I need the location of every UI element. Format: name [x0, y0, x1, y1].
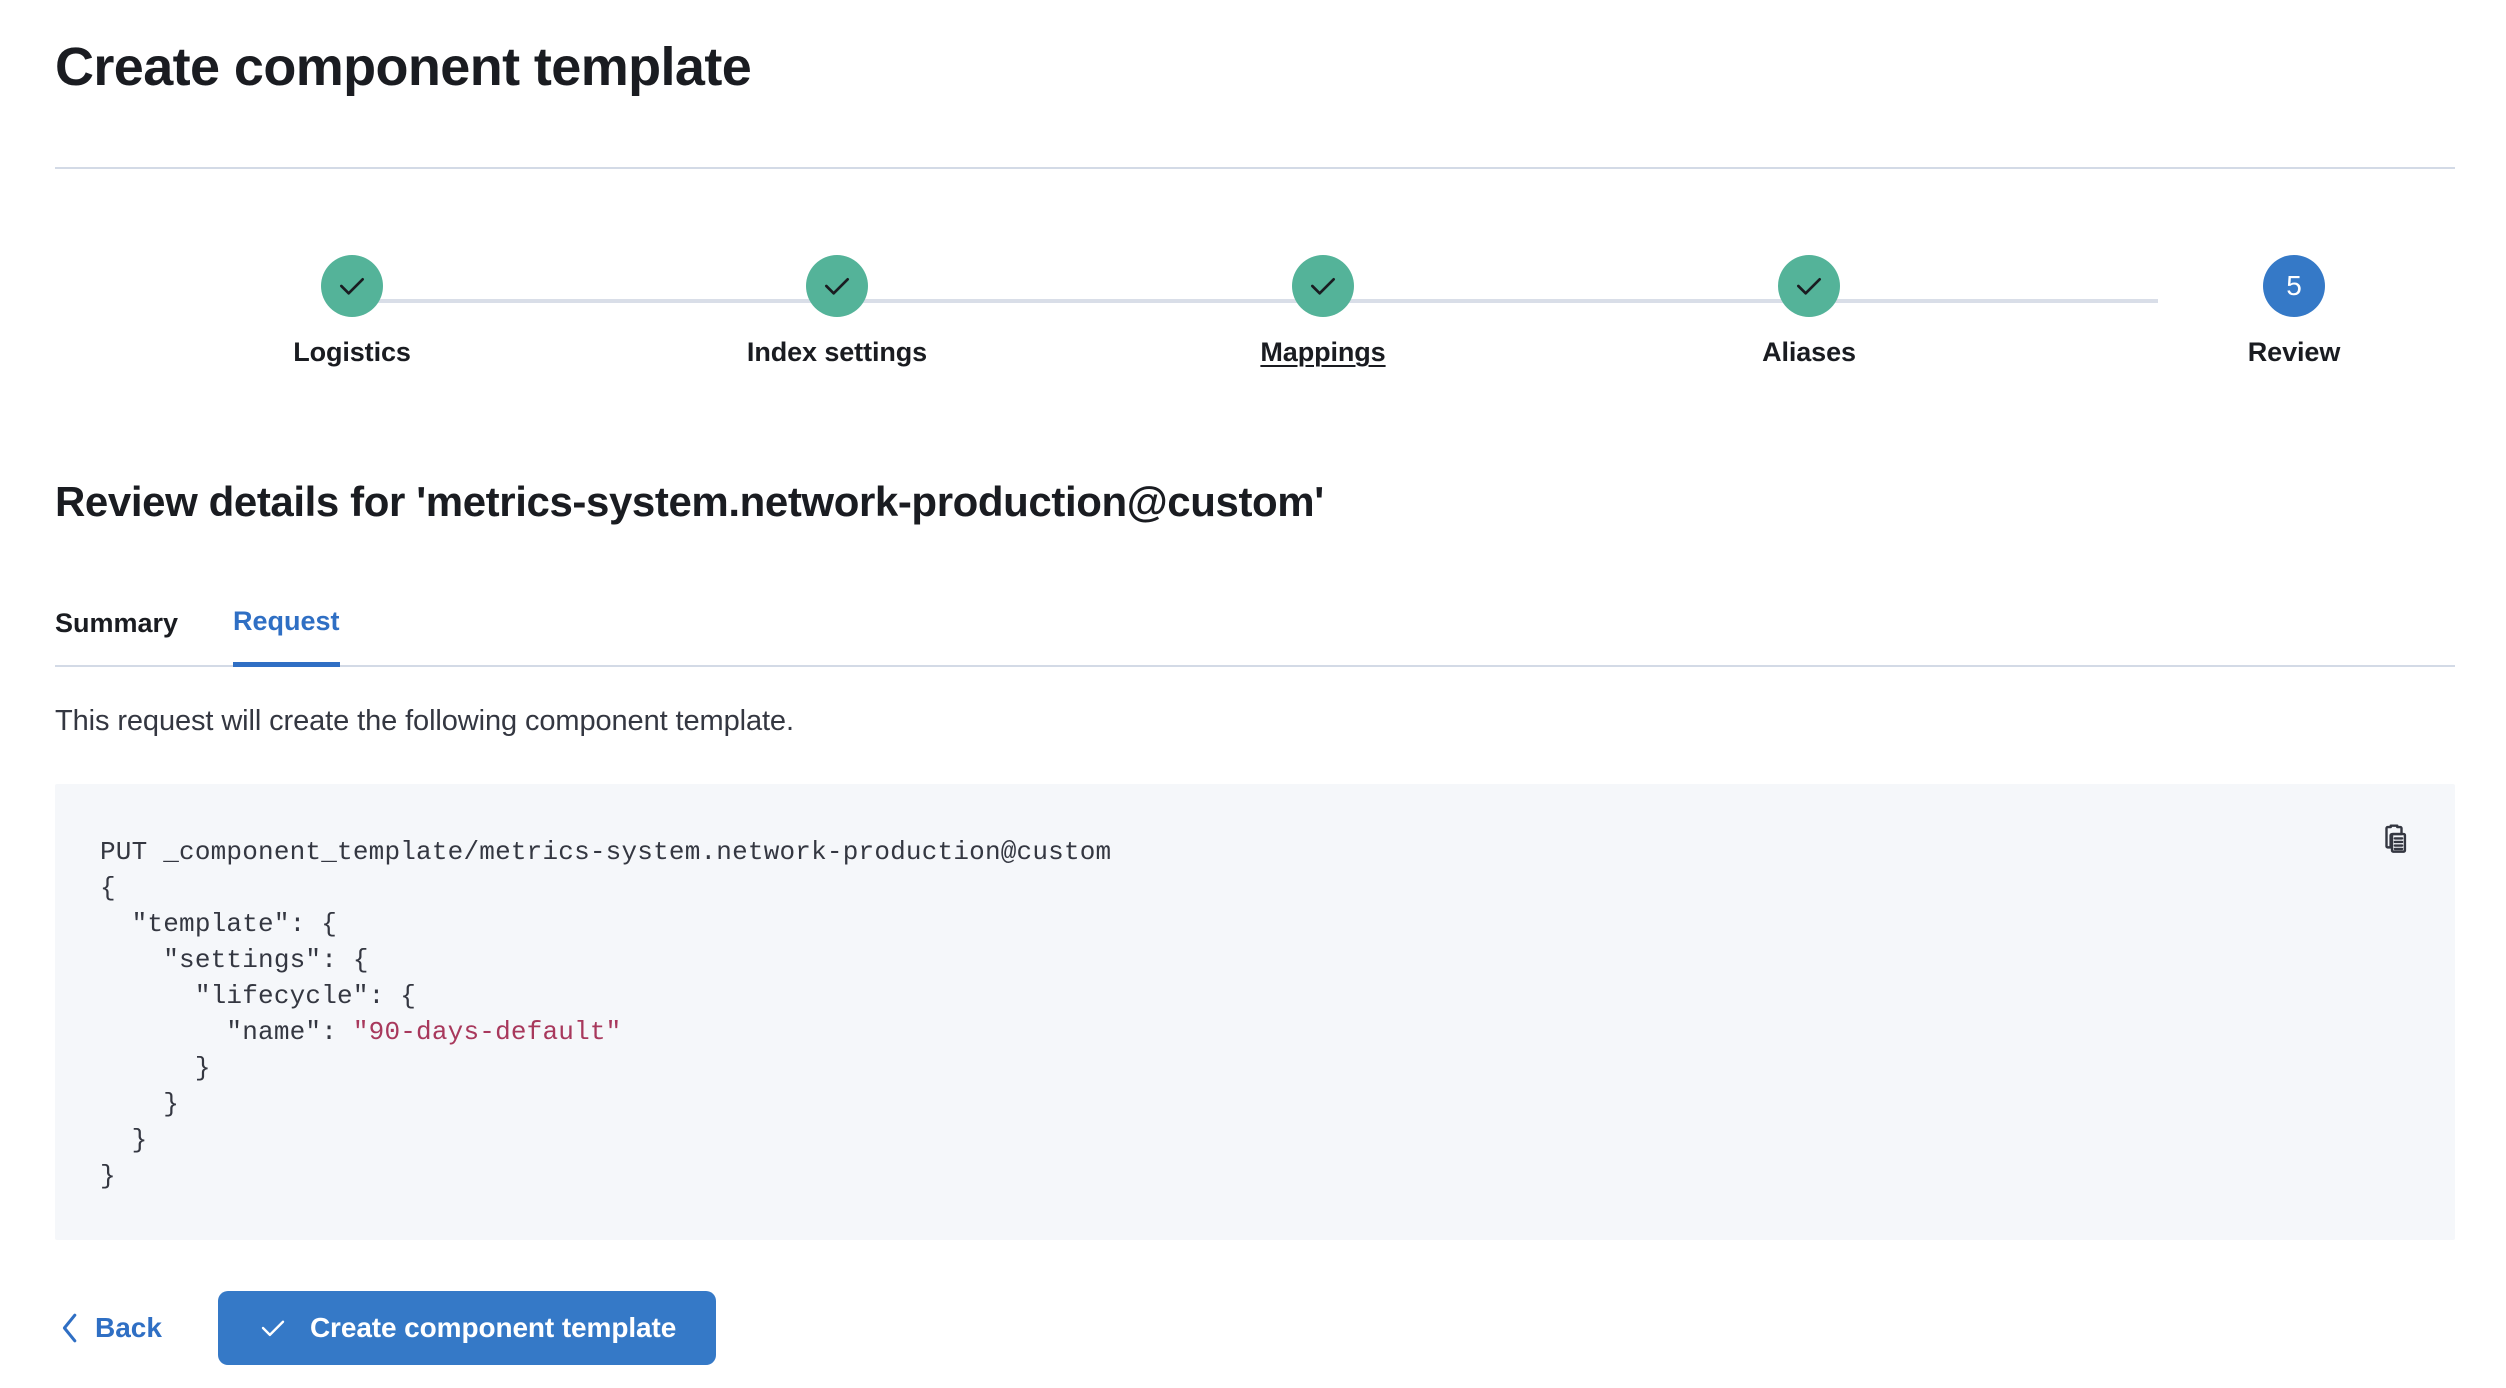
- back-button-label: Back: [95, 1312, 162, 1343]
- stepper-step-aliases[interactable]: Aliases: [1609, 255, 2009, 368]
- stepper-track: [352, 299, 2158, 303]
- wizard-footer-actions: Back Create component template: [55, 1288, 717, 1368]
- stepper-step-index-settings[interactable]: Index settings: [637, 255, 1037, 368]
- step-circle-current: 5: [2263, 255, 2325, 317]
- code-json-string-value: "90-days-default": [352, 1017, 622, 1047]
- stepper-label[interactable]: Mappings: [1260, 337, 1386, 367]
- tab-request[interactable]: Request: [233, 598, 340, 667]
- stepper-step-review[interactable]: 5 Review: [2094, 255, 2494, 368]
- stepper-step-mappings[interactable]: Mappings: [1123, 255, 1523, 368]
- page-title: Create component template: [55, 37, 752, 97]
- create-component-template-button[interactable]: Create component template: [217, 1291, 717, 1365]
- header-divider: [55, 167, 2455, 169]
- review-tabs: Summary Request: [55, 598, 2455, 668]
- stepper-label: Index settings: [746, 337, 928, 367]
- stepper-label: Review: [2247, 337, 2341, 367]
- request-code-panel: PUT _component_template/metrics-system.n…: [55, 784, 2455, 1240]
- step-circle-complete: [321, 255, 383, 317]
- step-circle-complete: [1778, 255, 1840, 317]
- check-icon: [1797, 278, 1821, 295]
- code-request-line: PUT _component_template/metrics-system.n…: [100, 837, 1112, 867]
- check-icon: [340, 278, 364, 295]
- copy-icon: [2385, 824, 2407, 853]
- check-icon: [1311, 278, 1335, 295]
- tabs-divider: [55, 665, 2455, 667]
- step-number: 5: [2286, 270, 2302, 301]
- chevron-left-icon: [62, 1313, 77, 1343]
- back-button[interactable]: Back: [55, 1304, 166, 1352]
- step-circle-complete: [806, 255, 868, 317]
- stepper-label: Aliases: [1762, 337, 1856, 367]
- check-icon: [825, 278, 849, 295]
- create-component-template-label: Create component template: [309, 1312, 677, 1343]
- code-json-after: } } } }: [100, 1053, 211, 1191]
- review-heading: Review details for 'metrics-system.netwo…: [55, 478, 1324, 525]
- copy-icon-button[interactable]: [2371, 816, 2417, 862]
- check-icon: [261, 1320, 285, 1337]
- request-code-block: PUT _component_template/metrics-system.n…: [100, 834, 1111, 1194]
- tab-summary[interactable]: Summary: [55, 598, 178, 667]
- step-circle-complete: [1292, 255, 1354, 317]
- request-description: This request will create the following c…: [55, 705, 794, 737]
- code-json-before: { "template": { "settings": { "lifecycle…: [100, 873, 417, 1047]
- stepper-label: Logistics: [293, 337, 411, 367]
- wizard-stepper: Logistics Index settings Mappings: [55, 255, 2455, 410]
- stepper-step-logistics[interactable]: Logistics: [152, 255, 552, 368]
